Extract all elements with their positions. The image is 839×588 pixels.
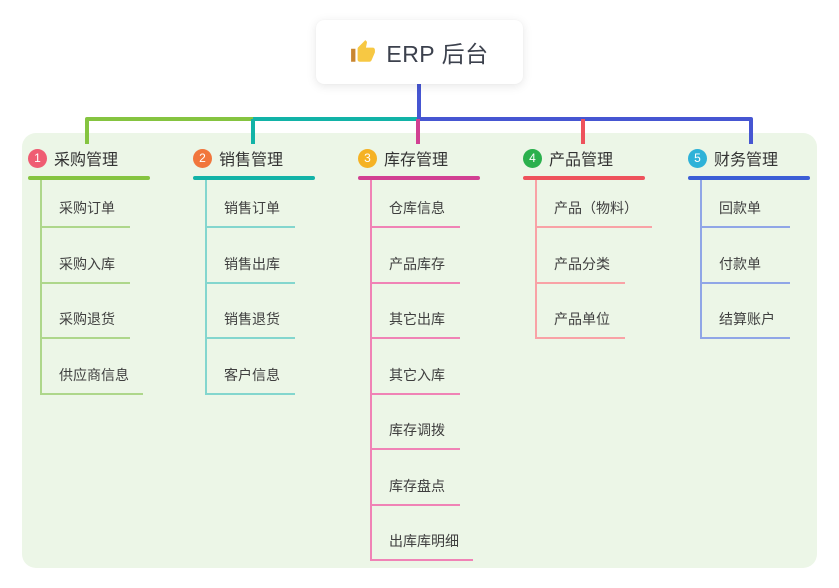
branch-number-badge: 4 bbox=[523, 148, 542, 168]
branch-children: 采购订单 采购入库 采购退货 供应商信息 bbox=[40, 180, 168, 395]
tree-child-node[interactable]: 供应商信息 bbox=[42, 339, 168, 395]
connector-branch5-drop bbox=[749, 119, 753, 144]
connector-branch2-horizontal bbox=[253, 117, 419, 121]
tree-child-node[interactable]: 结算账户 bbox=[702, 284, 828, 339]
child-label: 出库库明细 bbox=[389, 533, 459, 549]
branch-underline bbox=[193, 176, 315, 180]
connector-branch4-drop bbox=[581, 119, 585, 144]
child-label: 采购退货 bbox=[59, 311, 115, 327]
tree-child-node[interactable]: 销售退货 bbox=[207, 284, 333, 339]
branch-sales: 2 销售管理 销售订单 销售出库 销售退货 客户信息 bbox=[193, 148, 333, 395]
child-label: 产品库存 bbox=[389, 255, 445, 272]
tree-child-node[interactable]: 客户信息 bbox=[207, 339, 333, 395]
branch-number-badge: 1 bbox=[28, 148, 47, 168]
tree-child-node[interactable]: 销售订单 bbox=[207, 180, 333, 228]
child-label: 库存调拨 bbox=[389, 422, 445, 438]
tree-child-node[interactable]: 其它入库 bbox=[372, 339, 498, 395]
branch-node[interactable]: 1 采购管理 bbox=[28, 148, 150, 169]
tree-child-node[interactable]: 产品库存 bbox=[372, 228, 498, 284]
mindmap-panel bbox=[22, 133, 817, 568]
child-label: 采购订单 bbox=[59, 200, 115, 216]
branch-label: 产品管理 bbox=[549, 152, 614, 169]
connector-branch1-horizontal bbox=[85, 117, 255, 121]
child-label: 产品（物料） bbox=[554, 200, 638, 216]
connector-root-trunk bbox=[417, 83, 421, 119]
tree-child-node[interactable]: 回款单 bbox=[702, 180, 828, 228]
child-label: 库存盘点 bbox=[389, 477, 445, 494]
child-label: 仓库信息 bbox=[389, 200, 445, 216]
tree-child-node[interactable]: 出库库明细 bbox=[372, 506, 498, 561]
tree-child-node[interactable]: 产品单位 bbox=[537, 284, 663, 339]
branch-underline bbox=[523, 176, 645, 180]
child-label: 采购入库 bbox=[59, 255, 115, 272]
branch-purchase: 1 采购管理 采购订单 采购入库 采购退货 供应商信息 bbox=[28, 148, 168, 395]
child-label: 销售订单 bbox=[224, 200, 280, 216]
branch-number-badge: 5 bbox=[688, 148, 707, 168]
child-label: 供应商信息 bbox=[59, 366, 129, 383]
branch-node[interactable]: 3 库存管理 bbox=[358, 148, 480, 169]
child-label: 结算账户 bbox=[719, 311, 775, 327]
branch-underline bbox=[688, 176, 810, 180]
child-label: 付款单 bbox=[719, 255, 761, 272]
branch-underline bbox=[28, 176, 150, 180]
child-label: 销售退货 bbox=[224, 311, 280, 327]
connector-branch1-drop bbox=[85, 119, 89, 144]
branch-finance: 5 财务管理 回款单 付款单 结算账户 bbox=[688, 148, 828, 339]
branch-label: 销售管理 bbox=[219, 152, 284, 169]
branch-node[interactable]: 2 销售管理 bbox=[193, 148, 315, 169]
connector-branch5-horizontal bbox=[417, 117, 753, 121]
tree-child-node[interactable]: 付款单 bbox=[702, 228, 828, 284]
connector-branch3-drop bbox=[416, 119, 420, 144]
branch-inventory: 3 库存管理 仓库信息 产品库存 其它出库 其它入库 库存调拨 库存盘点 出库库… bbox=[358, 148, 498, 561]
child-label: 其它出库 bbox=[389, 311, 445, 327]
thumbs-up-icon bbox=[350, 39, 376, 65]
tree-child-node[interactable]: 采购订单 bbox=[42, 180, 168, 228]
branch-number-badge: 2 bbox=[193, 148, 212, 168]
tree-child-node[interactable]: 库存调拨 bbox=[372, 395, 498, 450]
tree-child-node[interactable]: 销售出库 bbox=[207, 228, 333, 284]
branch-number-badge: 3 bbox=[358, 148, 377, 168]
tree-child-node[interactable]: 产品（物料） bbox=[537, 180, 663, 228]
tree-child-node[interactable]: 库存盘点 bbox=[372, 450, 498, 506]
root-node-label: ERP 后台 bbox=[386, 41, 489, 67]
child-label: 客户信息 bbox=[224, 366, 280, 383]
branch-children: 销售订单 销售出库 销售退货 客户信息 bbox=[205, 180, 333, 395]
branch-children: 回款单 付款单 结算账户 bbox=[700, 180, 828, 339]
child-label: 回款单 bbox=[719, 200, 761, 216]
branch-children: 仓库信息 产品库存 其它出库 其它入库 库存调拨 库存盘点 出库库明细 bbox=[370, 180, 498, 561]
branch-node[interactable]: 5 财务管理 bbox=[688, 148, 810, 169]
branch-children: 产品（物料） 产品分类 产品单位 bbox=[535, 180, 663, 339]
branch-label: 采购管理 bbox=[54, 152, 119, 169]
tree-child-node[interactable]: 仓库信息 bbox=[372, 180, 498, 228]
tree-child-node[interactable]: 采购退货 bbox=[42, 284, 168, 339]
tree-child-node[interactable]: 其它出库 bbox=[372, 284, 498, 339]
branch-label: 财务管理 bbox=[714, 152, 779, 169]
child-label: 其它入库 bbox=[389, 366, 445, 383]
child-label: 产品单位 bbox=[554, 311, 610, 327]
branch-product: 4 产品管理 产品（物料） 产品分类 产品单位 bbox=[523, 148, 663, 339]
connector-branch2-drop bbox=[251, 119, 255, 144]
tree-child-node[interactable]: 产品分类 bbox=[537, 228, 663, 284]
tree-child-node[interactable]: 采购入库 bbox=[42, 228, 168, 284]
branch-label: 库存管理 bbox=[384, 152, 449, 169]
child-label: 销售出库 bbox=[224, 255, 280, 272]
branch-node[interactable]: 4 产品管理 bbox=[523, 148, 645, 169]
branch-underline bbox=[358, 176, 480, 180]
root-node[interactable]: ERP 后台 bbox=[316, 20, 523, 84]
child-label: 产品分类 bbox=[554, 255, 610, 272]
